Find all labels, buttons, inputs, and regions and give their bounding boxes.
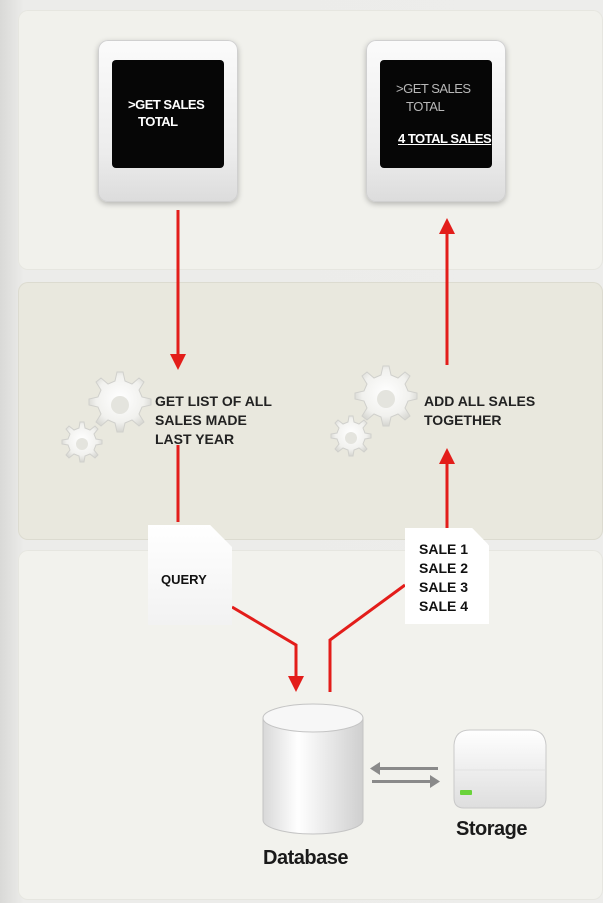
document-icon: QUERY <box>148 525 232 625</box>
document-icon: SALE 1 SALE 2 SALE 3 SALE 4 <box>405 528 489 624</box>
storage-label: Storage <box>456 818 527 840</box>
monitor-icon: >GET SALES TOTAL <box>98 40 238 202</box>
client-screen-result: >GET SALES TOTAL 4 TOTAL SALES <box>380 60 492 168</box>
flow-arrows <box>176 210 449 692</box>
arrow-heads <box>170 218 455 692</box>
screen-command-line-1: >GET SALES <box>396 81 471 96</box>
process-label-get-list: GET LIST OF ALL SALES MADE LAST YEAR <box>155 393 272 447</box>
sale-line: SALE 1 <box>419 541 469 557</box>
sync-arrows-icon <box>370 762 440 788</box>
process-label-add-sales: ADD ALL SALES TOGETHER <box>424 393 536 428</box>
screen-result-line: 4 TOTAL SALES <box>398 131 492 146</box>
screen-command-line-1: >GET SALES <box>128 97 205 112</box>
sale-line: SALE 3 <box>419 579 469 595</box>
storage-drive-icon <box>453 729 547 809</box>
database-icon <box>262 703 364 835</box>
sale-line: SALE 4 <box>419 598 469 614</box>
status-led <box>460 790 472 795</box>
screen-command-line-2: TOTAL <box>406 99 445 114</box>
screen-command-line-2: TOTAL <box>138 114 178 129</box>
query-label: QUERY <box>161 572 207 587</box>
database-label: Database <box>263 847 348 869</box>
sale-line: SALE 2 <box>419 560 469 576</box>
gear-icon <box>61 371 152 463</box>
monitor-icon: >GET SALES TOTAL 4 TOTAL SALES <box>366 40 506 202</box>
client-screen-request: >GET SALES TOTAL <box>112 60 224 168</box>
gear-icon <box>330 365 418 457</box>
